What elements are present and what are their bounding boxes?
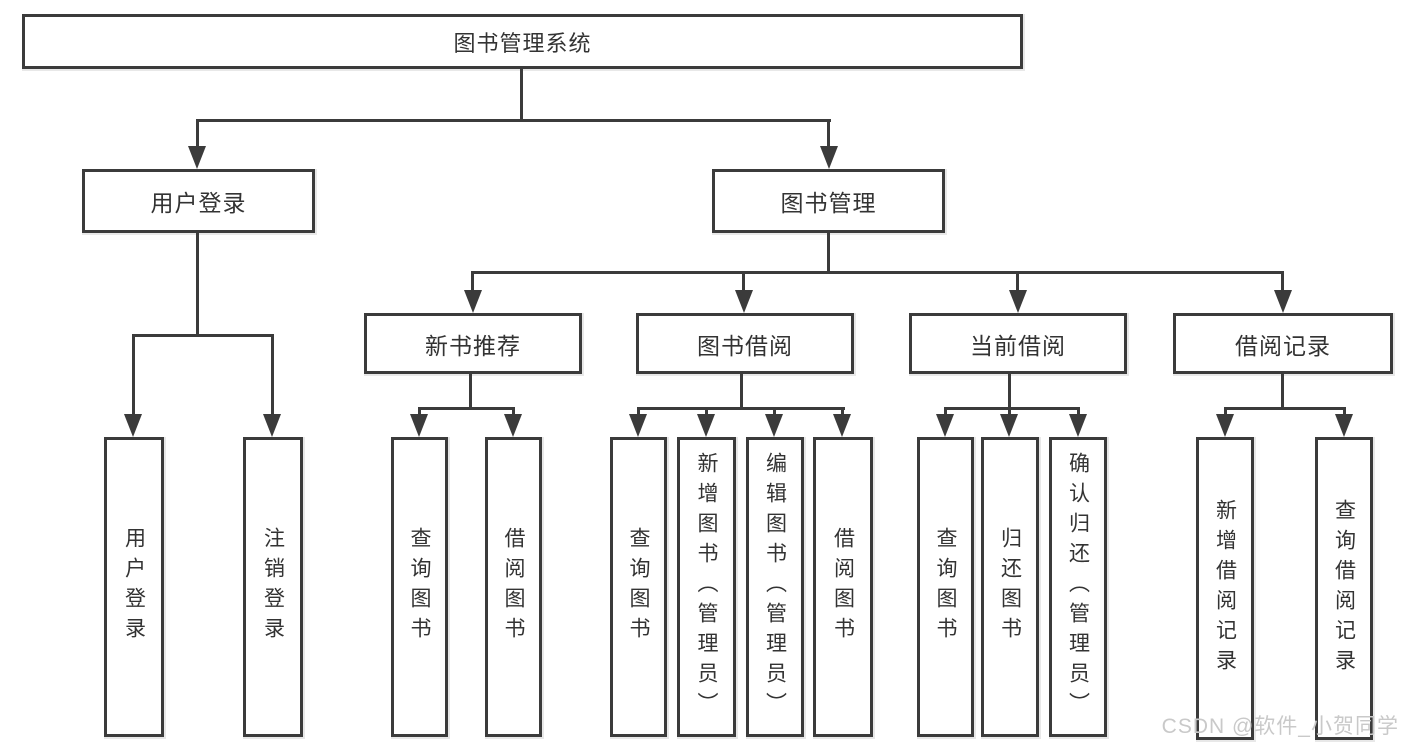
connector-root-stem — [520, 69, 523, 120]
arrow-down-icon — [1069, 414, 1087, 437]
node-label: 借阅图书 — [831, 527, 855, 647]
node-leaf-query-books-2: 查询图书 — [610, 437, 667, 737]
arrow-down-icon — [697, 414, 715, 437]
node-leaf-query-books-1: 查询图书 — [391, 437, 448, 737]
node-label: 查询借阅记录 — [1332, 498, 1356, 679]
arrow-down-icon — [1009, 290, 1027, 313]
connector-l3-shaft — [1281, 271, 1284, 291]
node-book-borrow: 图书借阅 — [636, 313, 854, 374]
node-label: 编辑图书（管理员） — [763, 452, 787, 722]
node-label: 归还图书 — [998, 527, 1022, 647]
connector-user-login-shaft — [196, 119, 199, 148]
connector-g2-stem — [469, 374, 472, 409]
node-leaf-add-borrow-record: 新增借阅记录 — [1196, 437, 1254, 740]
node-label: 用户登录 — [150, 190, 247, 216]
node-label: 用户登录 — [122, 527, 146, 647]
arrow-down-icon — [188, 146, 206, 169]
connector-g3-shaft — [637, 407, 640, 416]
node-system-root: 图书管理系统 — [22, 14, 1023, 69]
arrow-down-icon — [410, 414, 428, 437]
connector-g3-shaft — [705, 407, 708, 416]
connector-g4-shaft — [944, 407, 947, 416]
connector-g5-rail — [1224, 407, 1346, 410]
connector-level2-rail — [196, 119, 831, 122]
node-leaf-user-login: 用户登录 — [104, 437, 164, 737]
node-user-login: 用户登录 — [82, 169, 315, 233]
node-leaf-borrow-books-2: 借阅图书 — [813, 437, 873, 737]
arrow-down-icon — [1216, 414, 1234, 437]
node-label: 查询图书 — [627, 527, 650, 647]
node-leaf-query-books-3: 查询图书 — [917, 437, 974, 737]
connector-g1-rail — [132, 334, 274, 337]
arrow-down-icon — [263, 414, 281, 437]
node-leaf-confirm-return-admin: 确认归还（管理员） — [1049, 437, 1107, 737]
node-label: 新书推荐 — [425, 332, 521, 359]
arrow-down-icon — [765, 414, 783, 437]
connector-level3-rail — [471, 271, 1284, 274]
csdn-watermark: CSDN @软件_小贺同学 — [1161, 715, 1399, 738]
connector-g3-rail — [637, 407, 845, 410]
arrow-down-icon — [629, 414, 647, 437]
node-label: 查询图书 — [408, 527, 431, 647]
connector-book-mgmt-shaft — [827, 119, 830, 148]
node-leaf-return-book: 归还图书 — [981, 437, 1039, 737]
node-label: 图书管理系统 — [453, 30, 592, 56]
node-borrow-records: 借阅记录 — [1173, 313, 1393, 374]
node-leaf-logout: 注销登录 — [243, 437, 303, 737]
arrow-down-icon — [504, 414, 522, 437]
connector-g3-shaft — [841, 407, 844, 416]
connector-g4-stem — [1008, 374, 1011, 409]
arrow-down-icon — [735, 290, 753, 313]
connector-g2-shaft — [512, 407, 515, 416]
node-leaf-add-book-admin: 新增图书（管理员） — [677, 437, 736, 737]
connector-g1-shaft — [132, 334, 135, 414]
connector-l3-shaft — [742, 271, 745, 291]
connector-g4-rail — [944, 407, 1080, 410]
arrow-down-icon — [1274, 290, 1292, 313]
connector-g4-shaft — [1008, 407, 1011, 416]
node-label: 借阅图书 — [502, 527, 525, 647]
node-label: 注销登录 — [261, 527, 285, 647]
node-label: 确认归还（管理员） — [1066, 452, 1090, 722]
connector-g5-shaft — [1224, 407, 1227, 416]
node-label: 借阅记录 — [1235, 332, 1331, 359]
node-label: 新增图书（管理员） — [695, 452, 718, 722]
connector-g2-rail — [418, 407, 515, 410]
connector-g1-shaft — [271, 334, 274, 414]
arrow-down-icon — [1000, 414, 1018, 437]
connector-g3-shaft — [773, 407, 776, 416]
node-leaf-edit-book-admin: 编辑图书（管理员） — [746, 437, 804, 737]
connector-g5-shaft — [1343, 407, 1346, 416]
connector-l3-shaft — [471, 271, 474, 291]
node-label: 图书管理 — [780, 190, 877, 216]
node-label: 当前借阅 — [970, 332, 1066, 359]
node-new-book-recommend: 新书推荐 — [364, 313, 582, 374]
connector-l3-stem — [827, 233, 830, 273]
node-current-borrow: 当前借阅 — [909, 313, 1127, 374]
arrow-down-icon — [124, 414, 142, 437]
arrow-down-icon — [820, 146, 838, 169]
arrow-down-icon — [1335, 414, 1353, 437]
node-label: 新增借阅记录 — [1213, 498, 1237, 679]
connector-g5-stem — [1281, 374, 1284, 409]
connector-g2-shaft — [418, 407, 421, 416]
connector-l3-shaft — [1016, 271, 1019, 291]
arrow-down-icon — [464, 290, 482, 313]
node-book-management: 图书管理 — [712, 169, 945, 233]
node-leaf-query-borrow-record: 查询借阅记录 — [1315, 437, 1373, 740]
node-label: 图书借阅 — [697, 332, 793, 359]
connector-g1-stem — [196, 233, 199, 336]
node-leaf-borrow-books-1: 借阅图书 — [485, 437, 542, 737]
connector-g4-shaft — [1077, 407, 1080, 416]
node-label: 查询图书 — [934, 527, 957, 647]
arrow-down-icon — [936, 414, 954, 437]
arrow-down-icon — [833, 414, 851, 437]
connector-g3-stem — [740, 374, 743, 409]
